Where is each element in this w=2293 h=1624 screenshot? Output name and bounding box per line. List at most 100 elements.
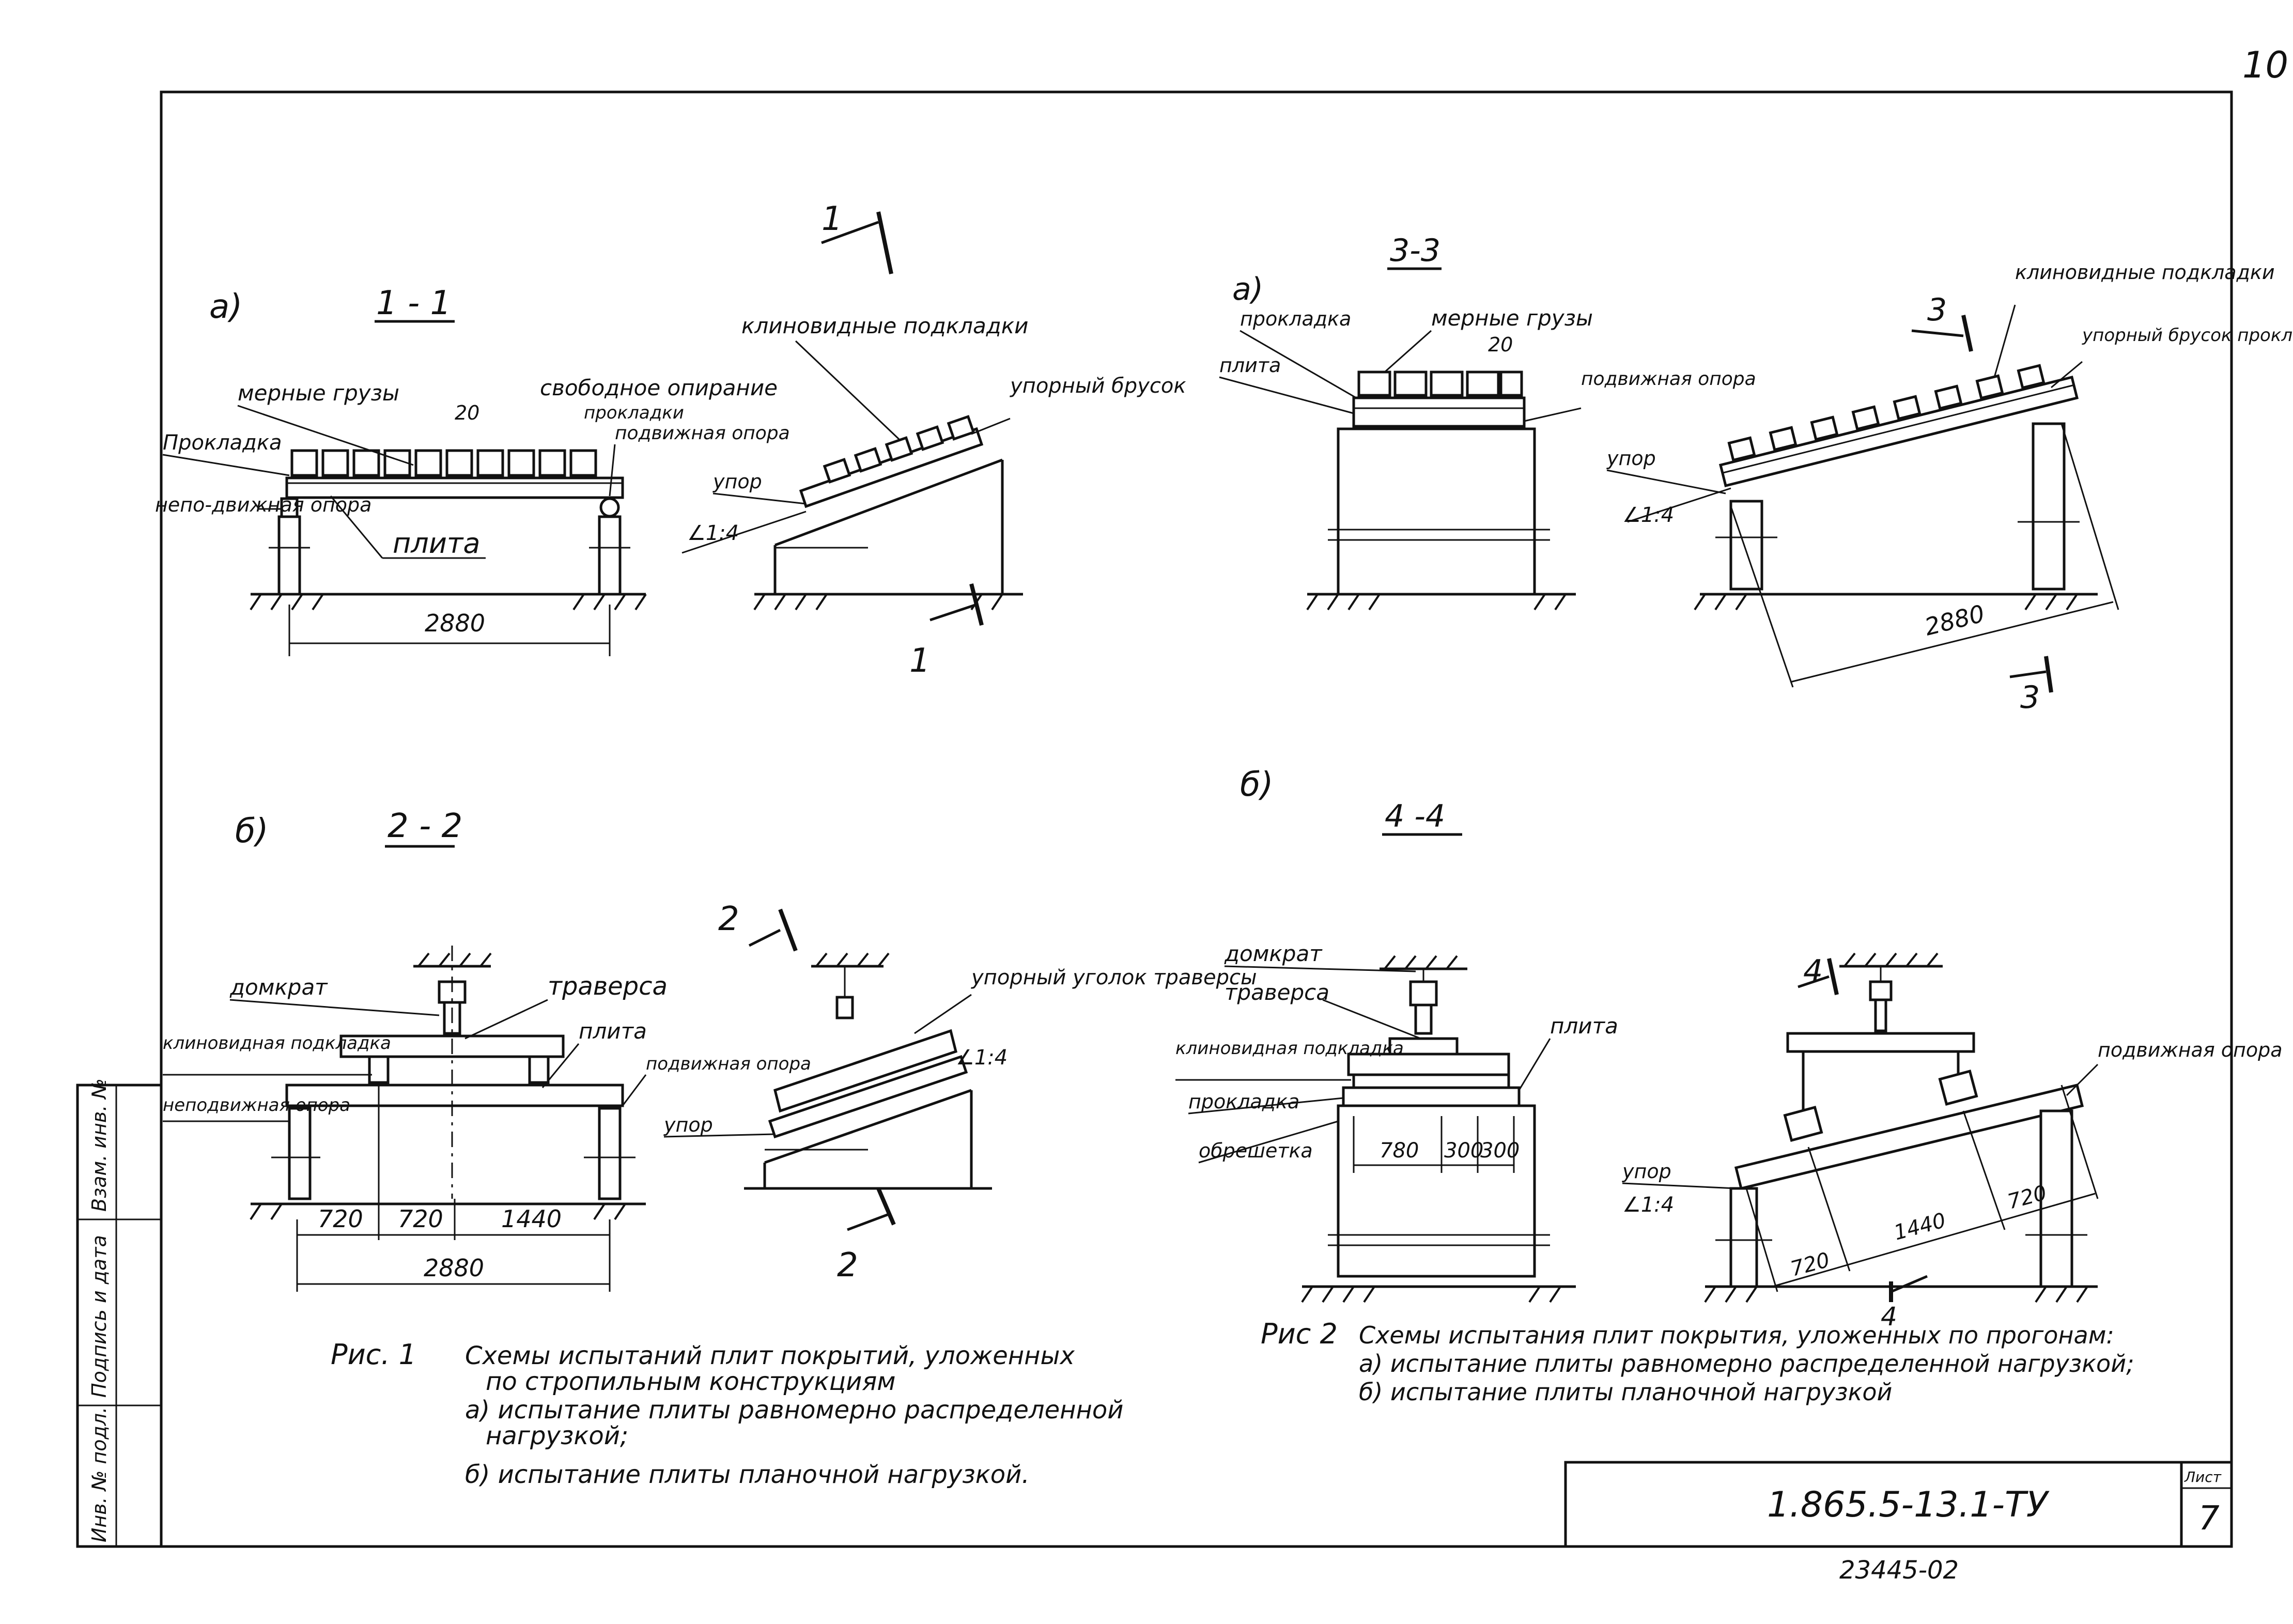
fig1-caption-line-4: нагрузкой; <box>486 1421 628 1450</box>
fig2b-section-title: 4 -4 <box>1385 798 1445 834</box>
fig2a-label-movable-support: подвижная опора <box>1581 368 1756 390</box>
side-stamp: Взам. инв. № Подпись и дата Инв. № подл. <box>76 1078 163 1548</box>
fig2b-label-pad: прокладка <box>1188 1090 1299 1113</box>
fig2-a: а) 3-3 20 прокладка плита мерные грузы п… <box>1219 233 2293 716</box>
fig1a-dim-gap: 20 <box>455 401 479 424</box>
page-number: 10 <box>2242 44 2288 86</box>
fig2a-label-weights: мерные грузы <box>1431 305 1593 331</box>
fig1b-dim-span: 2880 <box>424 1254 484 1282</box>
fig1a-dim-span: 2880 <box>425 609 485 637</box>
fig1b-section-title: 2 - 2 <box>388 807 462 845</box>
fig1b-label-stop-angle: упорный уголок траверсы <box>971 966 1257 989</box>
ground-hatch-6 <box>1301 1286 1561 1303</box>
fig2a-label-wedge-pads: клиновидные подкладки <box>2015 261 2275 284</box>
fig1a-label-movable-support: подвижная опора <box>615 423 790 444</box>
ground-hatch-2 <box>753 593 1003 611</box>
fig1a-post-right <box>598 515 622 596</box>
ground-hatch-5 <box>1694 593 2078 611</box>
fig2b-dim-s2: 1440 <box>1892 1209 1948 1245</box>
fig1a-label-slope: ∠1:4 <box>687 521 739 545</box>
fig1b-dim-1: 720 <box>318 1205 363 1233</box>
fig2-caption-line-2: а) испытание плиты равномерно распределе… <box>1359 1350 2134 1378</box>
fig2a-label-stop: упор <box>1606 447 1656 470</box>
fig2b-inclined-traverse <box>1786 1032 1975 1053</box>
fig1b-marker-top: 2 <box>718 900 739 938</box>
inventory-number: 23445-02 <box>1839 1556 1959 1585</box>
fig1a-label-fixed-support: непо-движная опора <box>155 493 371 516</box>
fig2a-marker-top: 3 <box>1927 292 1947 328</box>
fig1a-label-wedge-pads: клиновидные подкладки <box>741 313 1028 338</box>
fig2a-label-slope: ∠1:4 <box>1622 503 1674 527</box>
fig1-a: а) 1 - 1 2880 <box>155 200 1186 680</box>
fig2-caption: Рис 2 Схемы испытания плит покрытия, уло… <box>1261 1318 2134 1406</box>
fig2a-label-pad: прокладка <box>1240 307 1351 330</box>
fig1a-letter: а) <box>209 288 242 326</box>
fig2b-label-stop: упор <box>1622 1160 1671 1183</box>
fig1a-marker-bottom: 1 <box>909 642 931 680</box>
fig2a-label-slab: плита <box>1219 354 1281 377</box>
fig2b-wall <box>1337 1104 1536 1278</box>
fig2a-letter: а) <box>1232 271 1263 307</box>
fig1b-label-movable-support: подвижная опора <box>646 1054 811 1074</box>
fig2b-label-lathing: обрешетка <box>1199 1139 1313 1162</box>
fig1a-label-pad: Прокладка <box>163 431 282 455</box>
fig1a-label-stop: упор <box>712 470 762 493</box>
ground-hatch-3 <box>250 1203 626 1220</box>
fig1a-slab <box>285 476 624 499</box>
fig1-caption-line-2: по стропильным конструкциям <box>486 1367 895 1396</box>
stamp-original-inv: Инв. № подл. <box>88 1407 111 1542</box>
fig2b-dim-1: 780 <box>1380 1139 1419 1163</box>
fig2a-dim-span: 2880 <box>1922 599 1988 641</box>
fig2b-jack <box>1409 980 1438 1007</box>
fig1a-marker-top: 1 <box>822 200 843 238</box>
fig2a-section-title: 3-3 <box>1390 233 1440 269</box>
fig1b-label-slope: ∠1:4 <box>956 1046 1008 1070</box>
fig2a-label-stop-bar: упорный брусок прокладки <box>2082 325 2293 346</box>
fig1-b: б) 2 - 2 720 720 1440 <box>163 807 1257 1292</box>
fig2b-label-traverse: траверса <box>1225 980 1329 1005</box>
fig1b-inclined-slab <box>768 1055 968 1139</box>
fig1b-label-jack: домкрат <box>229 975 328 1000</box>
ground-hatch <box>250 593 647 611</box>
fig2b-slab <box>1342 1086 1521 1107</box>
fig1a-label-stop-bar: упорный брусок <box>1010 374 1186 398</box>
fig2b-dim-3: 300 <box>1480 1139 1520 1163</box>
ground-hatch-4 <box>1306 593 1567 611</box>
fig1b-label-stop: упор <box>663 1113 713 1136</box>
fig1b-label-slab: плита <box>579 1018 647 1044</box>
fig2b-label-jack: домкрат <box>1224 941 1323 966</box>
fig1a-wedges <box>823 415 975 484</box>
fig1b-label-fixed-support: неподвижная опора <box>163 1095 350 1116</box>
fig1b-dim-3: 1440 <box>501 1205 562 1233</box>
fig2b-marker-bottom: 4 <box>1881 1302 1897 1332</box>
stamp-signature-date: Подпись и дата <box>88 1235 111 1398</box>
doc-code: 1.865.5-13.1-ТУ <box>1767 1484 2050 1525</box>
fig2b-label-slope: ∠1:4 <box>1622 1193 1674 1217</box>
fig2-caption-line-1: Схемы испытания плит покрытия, уложенных… <box>1359 1321 2114 1349</box>
fig2b-label-wedge-pad: клиновидная подкладка <box>1175 1038 1404 1059</box>
fig1a-inclined-slab <box>799 427 984 508</box>
list-number: 7 <box>2198 1499 2220 1538</box>
fig1b-inclined-traverse <box>773 1029 957 1113</box>
fig2b-letter: б) <box>1240 766 1273 804</box>
fig2b-label-movable-support: подвижная опора <box>2098 1039 2283 1061</box>
fig2-b: б) 4 -4 780 300 300 домкрат <box>1175 766 2283 1332</box>
fig1-caption-line-5: б) испытание плиты планочной нагрузкой. <box>465 1460 1030 1489</box>
fig2a-dim-gap: 20 <box>1488 333 1513 356</box>
fig1b-label-wedge-pad: клиновидная подкладка <box>163 1033 391 1054</box>
fig1-caption: Рис. 1 Схемы испытаний плит покрытий, ул… <box>331 1338 1123 1489</box>
fig2b-label-slab: плита <box>1550 1013 1618 1039</box>
stamp-replace-inv: Взам. инв. № <box>88 1078 111 1212</box>
fig2a-slab <box>1352 396 1526 428</box>
fig1b-marker-bottom: 2 <box>837 1246 858 1285</box>
ground-hatch-7 <box>1704 1286 2088 1303</box>
list-label: Лист <box>2184 1468 2222 1486</box>
fig1b-label-traverse: траверса <box>548 972 668 1001</box>
fig1a-weights <box>290 449 597 477</box>
fig2a-wedges <box>1727 364 2046 462</box>
fig1a-label-free-support: свободное опирание <box>540 375 778 400</box>
fig2-caption-label: Рис 2 <box>1261 1318 1338 1350</box>
fig1a-label-slab: плита <box>393 527 480 560</box>
title-block: 1.865.5-13.1-ТУ Лист 7 <box>1564 1461 2233 1548</box>
fig1a-label-pads: прокладки <box>584 403 684 423</box>
